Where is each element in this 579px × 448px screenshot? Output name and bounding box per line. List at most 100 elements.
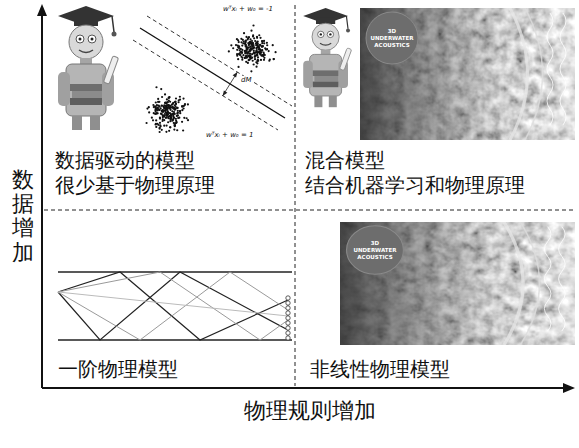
data-cluster-part (247, 47, 249, 49)
data-cluster-part (274, 51, 276, 53)
data-cluster-part (260, 59, 262, 61)
quadrant-divider-part (44, 210, 575, 211)
data-cluster-part (252, 24, 254, 26)
data-cluster-part (251, 47, 253, 49)
axis-arrow-part (41, 14, 43, 388)
data-cluster-part (261, 40, 263, 42)
data-cluster-part (170, 118, 172, 120)
data-cluster-part (170, 118, 172, 120)
data-cluster-part (254, 55, 256, 57)
axis-arrow-part (42, 387, 565, 389)
data-cluster-part (239, 53, 241, 55)
data-cluster-part (238, 41, 240, 43)
data-cluster-part (155, 119, 157, 121)
data-cluster-part (176, 112, 178, 114)
receiver-array (286, 296, 290, 340)
data-cluster-part (163, 125, 165, 127)
data-cluster-part (154, 113, 156, 115)
data-cluster-part (167, 106, 169, 108)
data-cluster-part (165, 102, 167, 104)
data-cluster-part (254, 40, 256, 42)
data-cluster-part (182, 107, 184, 109)
receiver-array-part (286, 331, 290, 335)
data-cluster-part (174, 107, 176, 109)
receiver-array-part (286, 296, 290, 300)
data-cluster-part (182, 98, 184, 100)
data-cluster-part (250, 70, 252, 72)
quadrant-region: 非线性物理模型 (295, 210, 575, 388)
ray-diagram-part (58, 272, 288, 340)
data-cluster-part (175, 118, 177, 120)
data-cluster-part (159, 131, 161, 133)
receiver-array-part (286, 336, 290, 340)
margin-label: dM (240, 76, 252, 85)
data-cluster-part (252, 35, 254, 37)
data-cluster-part (157, 124, 159, 126)
data-cluster-part (165, 124, 167, 126)
data-cluster-part (159, 127, 161, 129)
data-cluster-part (171, 104, 173, 106)
quadrant-caption: 数据驱动的模型很少基于物理原理 (55, 148, 215, 198)
data-cluster-part (151, 117, 153, 119)
data-cluster-part (177, 112, 179, 114)
data-cluster-part (165, 131, 167, 133)
data-cluster-part (165, 102, 167, 104)
data-cluster-part (161, 110, 163, 112)
quadrant-divider (44, 5, 575, 386)
data-cluster-part (253, 51, 255, 53)
svm-plot-part (233, 72, 238, 77)
svm-plot (133, 16, 292, 133)
data-cluster-part (167, 113, 169, 115)
data-cluster-part (182, 129, 184, 131)
svm-plot-part (147, 16, 292, 106)
data-cluster-part (245, 51, 247, 53)
robot-figure-part (303, 8, 351, 107)
data-cluster-part (181, 106, 183, 108)
data-cluster-part (166, 108, 168, 110)
data-cluster-part (154, 113, 156, 115)
data-cluster-part (168, 96, 170, 98)
data-cluster-part (253, 63, 255, 65)
data-cluster-part (244, 44, 246, 46)
data-cluster-part (165, 117, 167, 119)
data-cluster-part (169, 118, 171, 120)
data-cluster-part (251, 57, 253, 59)
data-cluster-part (178, 117, 180, 119)
robot-figure (303, 8, 351, 107)
receiver-array-part (286, 301, 290, 305)
data-cluster-part (174, 125, 176, 127)
quadrant-caption: 混合模型结合机器学习和物理原理 (305, 148, 525, 198)
data-cluster-part (158, 127, 160, 129)
data-cluster-part (181, 121, 183, 123)
data-cluster-part (245, 40, 247, 42)
data-cluster-part (258, 46, 260, 48)
data-cluster-part (177, 110, 179, 112)
data-cluster-part (168, 130, 170, 132)
data-cluster-part (244, 52, 246, 54)
data-cluster-part (248, 36, 250, 38)
data-cluster-part (184, 104, 186, 106)
data-cluster-part (164, 93, 166, 95)
data-cluster-part (187, 103, 189, 105)
data-cluster-part (256, 51, 258, 53)
data-cluster-part (251, 48, 253, 50)
data-cluster-part (256, 41, 258, 43)
data-cluster-part (238, 53, 240, 55)
data-cluster-part (230, 44, 232, 46)
data-cluster-part (255, 66, 257, 68)
ray-diagram-part (58, 272, 288, 340)
data-cluster-part (241, 44, 243, 46)
data-cluster-part (262, 40, 264, 42)
data-cluster-part (161, 105, 163, 107)
data-cluster-part (245, 46, 247, 48)
data-cluster-part (175, 122, 177, 124)
quadrant-region: 一阶物理模型 (42, 210, 295, 388)
data-cluster-part (262, 45, 264, 47)
quadrant-caption: 一阶物理模型 (58, 357, 178, 382)
data-cluster-part (256, 47, 258, 49)
data-cluster-part (155, 126, 157, 128)
data-cluster-part (178, 99, 180, 101)
data-cluster-part (160, 88, 162, 90)
data-cluster-part (164, 113, 166, 115)
data-cluster-part (161, 120, 163, 122)
